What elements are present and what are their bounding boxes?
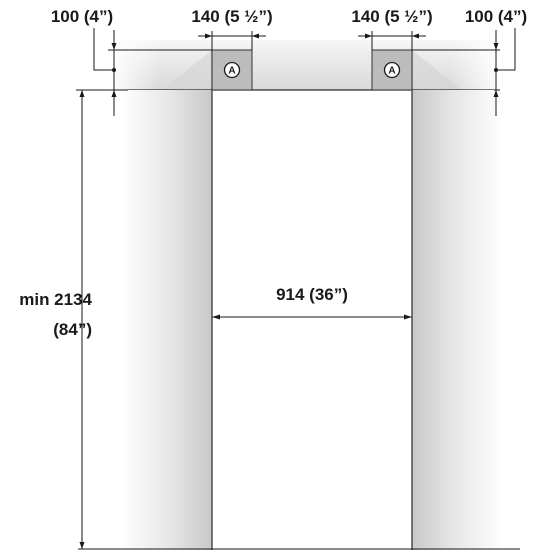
left-anchor-label: A bbox=[228, 66, 235, 77]
right-anchor-label: A bbox=[388, 66, 395, 77]
height-dimension bbox=[76, 89, 120, 549]
height-label-line1: min 2134 bbox=[19, 290, 92, 309]
left-anchor-marker-icon bbox=[223, 61, 241, 79]
right-margin-dimension bbox=[412, 28, 516, 116]
header-beam bbox=[110, 40, 500, 91]
left-anchor-width-dimension bbox=[198, 31, 266, 50]
right-margin-label: 100 (4”) bbox=[465, 7, 527, 26]
right-anchor-marker-icon bbox=[383, 61, 401, 79]
right-anchor-width-label: 140 (5 ½”) bbox=[351, 7, 432, 26]
opening-width-dimension bbox=[212, 314, 412, 320]
left-anchor-width-label: 140 (5 ½”) bbox=[191, 7, 272, 26]
left-anchor-block: A bbox=[211, 49, 253, 91]
right-jamb bbox=[411, 50, 504, 550]
right-anchor-block: A bbox=[371, 49, 413, 91]
height-label-line2: (84”) bbox=[53, 320, 92, 339]
right-anchor-width-dimension bbox=[358, 31, 426, 50]
left-jamb bbox=[120, 50, 213, 550]
opening-width-label: 914 (36”) bbox=[276, 285, 348, 304]
left-margin-label: 100 (4”) bbox=[51, 7, 113, 26]
